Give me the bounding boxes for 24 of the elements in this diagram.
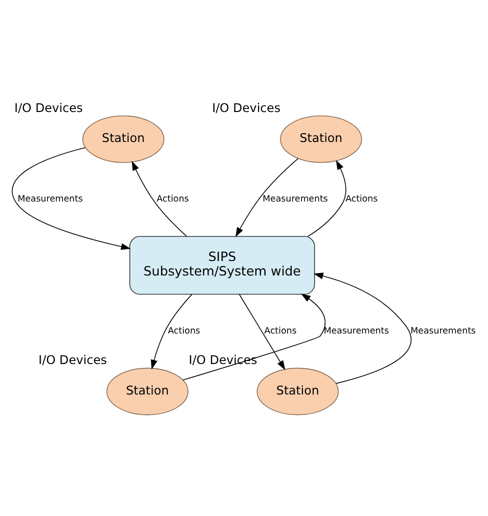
edge-label: Actions bbox=[156, 194, 189, 204]
edge-label: Actions bbox=[345, 194, 378, 204]
arrow bbox=[314, 272, 412, 384]
node-label: I/O Devices bbox=[38, 352, 107, 367]
arrow bbox=[238, 294, 286, 370]
edge-label: Measurements bbox=[18, 194, 83, 204]
node-label: I/O Devices bbox=[212, 100, 280, 114]
edge-label: Measurements bbox=[324, 326, 389, 336]
arrow bbox=[150, 294, 192, 369]
arrow bbox=[182, 293, 326, 380]
node-ellipse: Station bbox=[280, 114, 362, 162]
node-box: SIPS Subsystem/System wide bbox=[129, 236, 315, 294]
arrow bbox=[12, 146, 131, 250]
node-ellipse: Station bbox=[256, 367, 339, 415]
edge-label: Measurements bbox=[262, 194, 328, 204]
arrow bbox=[235, 158, 298, 237]
edge-label: Actions bbox=[168, 326, 200, 336]
node-ellipse: Station bbox=[106, 367, 188, 415]
arrow bbox=[308, 159, 346, 236]
node-label: I/O Devices bbox=[14, 100, 83, 114]
edge-label: Measurements bbox=[410, 326, 476, 336]
node-ellipse: Station bbox=[82, 114, 164, 162]
edge-label: Actions bbox=[264, 326, 297, 336]
arrow bbox=[132, 160, 188, 236]
